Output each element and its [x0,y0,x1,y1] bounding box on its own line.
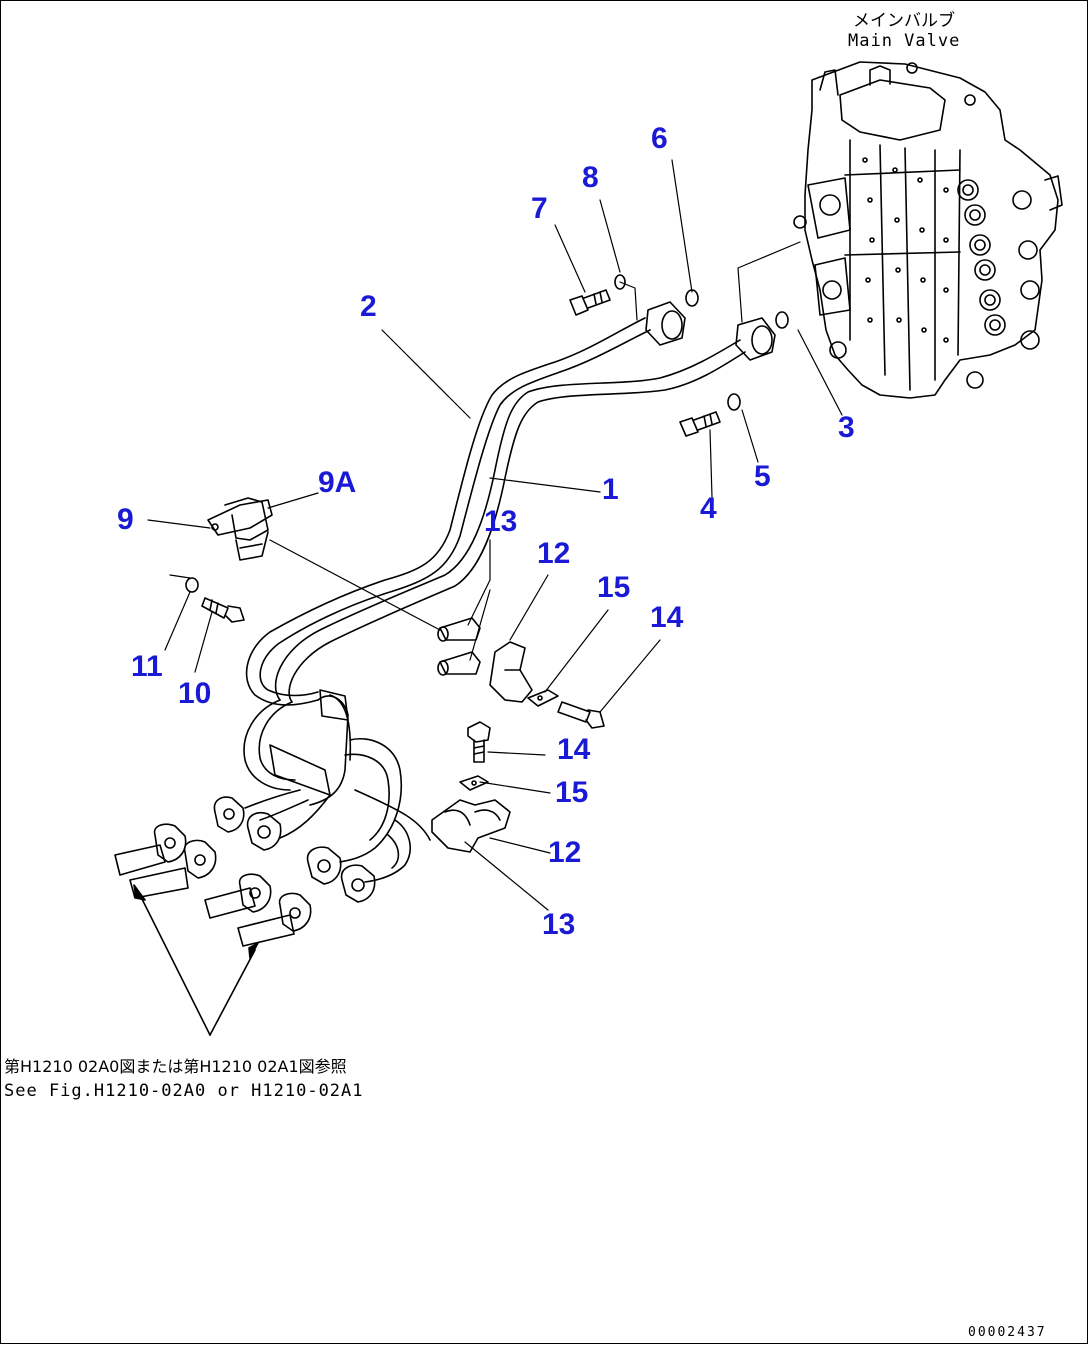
o-ring-3 [775,311,789,329]
clamp-9 [207,497,273,561]
callout-15-upper: 15 [597,571,631,604]
hose-ends-upper [114,823,217,899]
tube-2 [245,317,651,706]
callout-13-lower: 13 [542,908,576,941]
clamp-12-13-lower [431,799,511,853]
callout-10: 10 [178,677,212,710]
callout-1: 1 [602,473,619,506]
lower-flange-2 [246,811,282,851]
callout-5: 5 [754,460,771,493]
plate-15-lower [459,775,489,791]
callout-12-upper: 12 [537,537,571,570]
lower-flange-4 [340,864,376,903]
leader-lines [147,159,843,911]
bolt-10 [201,597,245,623]
callout-13-upper: 13 [484,505,518,538]
callout-6: 6 [651,122,668,155]
lower-flange-1 [213,796,245,833]
lower-flange-3 [306,846,342,885]
callout-3: 3 [838,411,855,444]
callout-7: 7 [531,192,548,225]
hose-ends-lower [204,873,312,947]
main-valve-label-en: Main Valve [848,31,961,51]
callout-12-lower: 12 [548,836,582,869]
lower-tube-bundle [243,689,431,883]
washer-8 [614,274,626,290]
reference-arrows [133,884,259,1036]
washer-5 [727,393,741,411]
drawing-number: 00002437 [968,1325,1047,1340]
reference-note-jp: 第H1210 02A0図または第H1210 02A1図参照 [4,1057,347,1076]
main-valve-label-jp: メインバルブ [853,11,955,31]
tube-1 [274,339,746,703]
clamp-12-upper [489,641,533,703]
washer-11 [185,577,199,593]
callout-14-upper: 14 [650,601,684,634]
tube-1-flange [735,317,776,361]
reference-note-en: See Fig.H1210-02A0 or H1210-02A1 [4,1081,364,1101]
bolt-14-upper [557,701,605,729]
bolt-7 [569,289,611,316]
callout-14-lower: 14 [557,733,591,766]
bolt-14-lower [467,721,491,763]
bolt-4 [679,411,721,437]
callout-15-lower: 15 [555,776,589,809]
callout-11: 11 [131,650,163,683]
plate-15-upper [527,689,559,707]
callout-9a: 9A [318,466,357,499]
tube-2-flange [645,301,686,346]
main-valve [793,61,1063,399]
callout-9: 9 [117,503,134,536]
callout-8: 8 [582,161,599,194]
callout-2: 2 [360,290,377,323]
callout-4: 4 [700,492,717,525]
